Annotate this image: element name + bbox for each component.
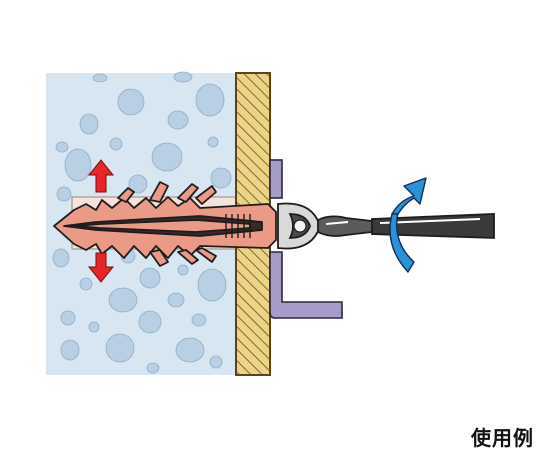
mounting-bracket — [269, 159, 343, 319]
usage-example-caption: 使用例 — [471, 426, 534, 450]
screw — [277, 202, 321, 250]
expand-down-arrow-icon — [87, 252, 115, 283]
screwdriver-icon — [317, 213, 495, 239]
plastic-anchor — [53, 181, 277, 267]
expand-up-arrow-icon — [87, 159, 115, 193]
rotation-arrow-icon — [389, 177, 427, 273]
